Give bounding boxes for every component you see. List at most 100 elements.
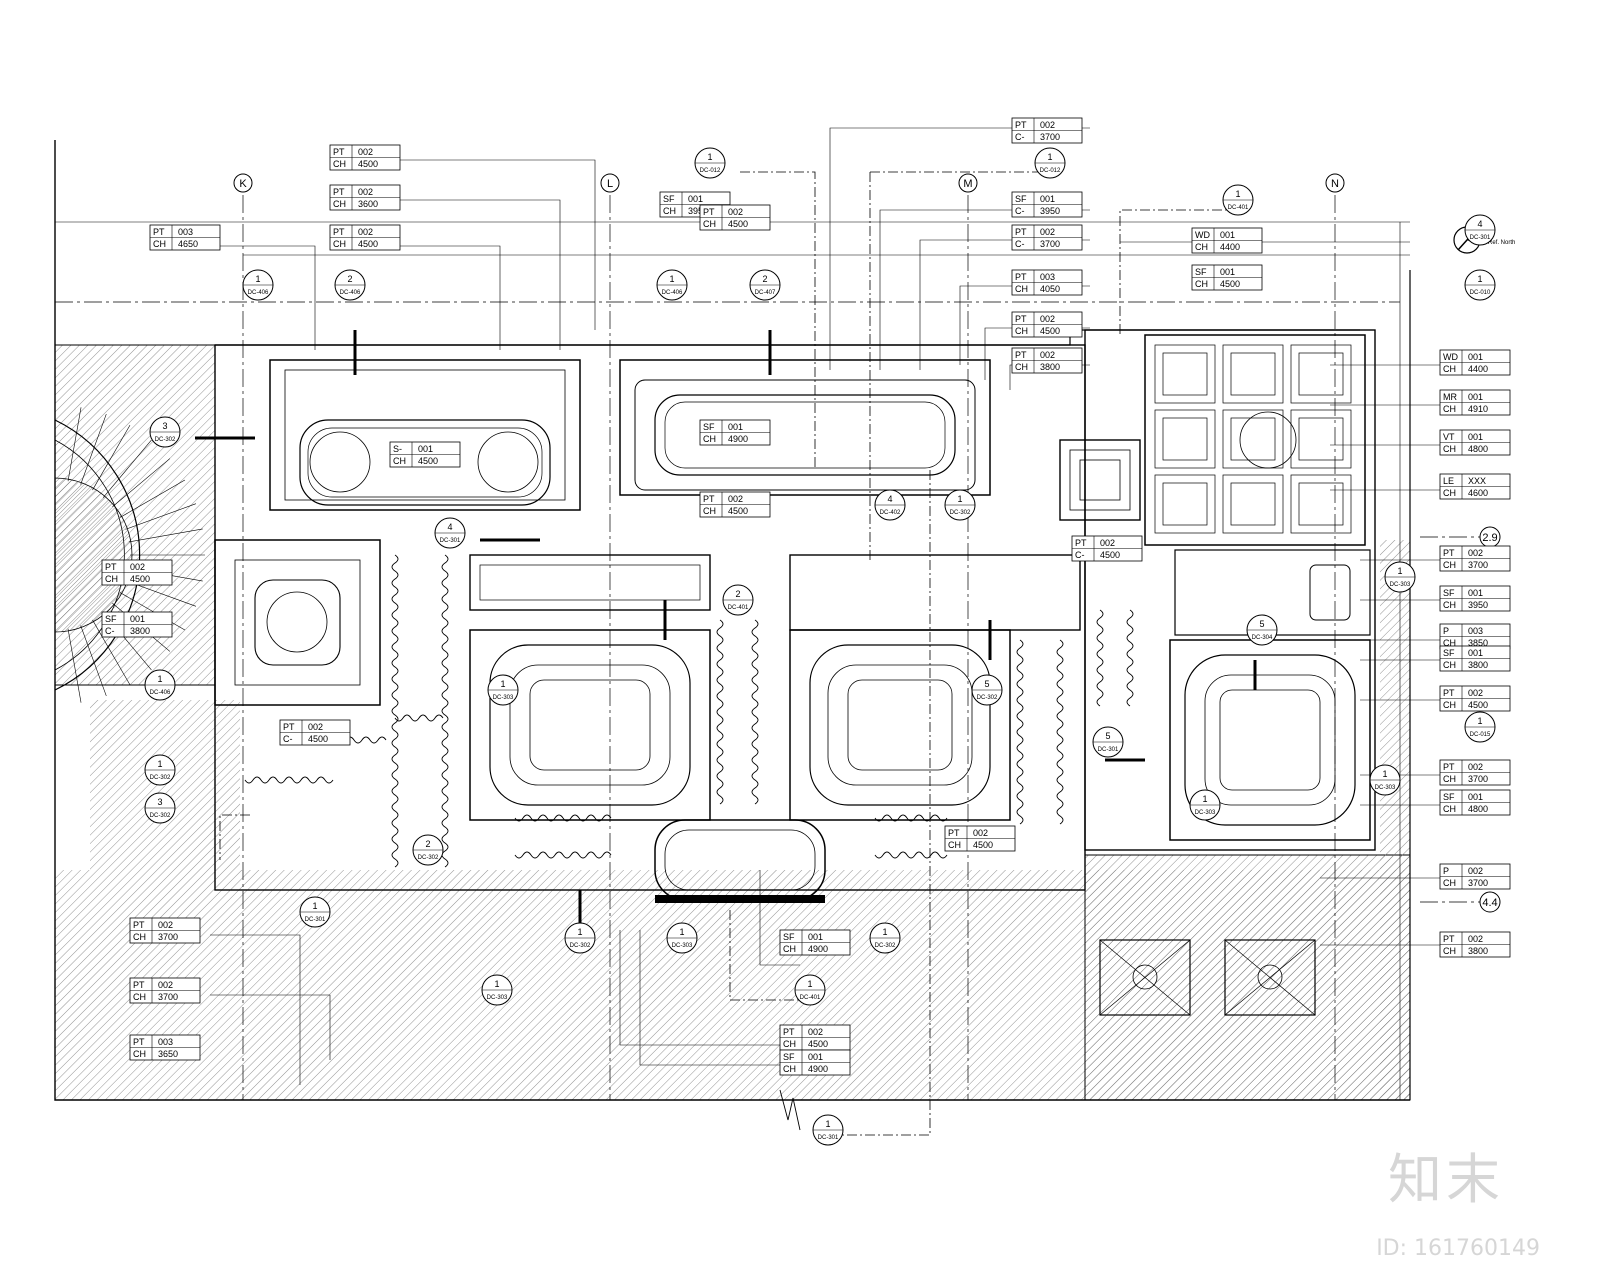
- tag-value: 4900: [808, 944, 828, 954]
- bubble-number: 1: [1047, 152, 1052, 162]
- bubble-number: 1: [882, 927, 887, 937]
- section-bubble: 5DC-302: [971, 674, 1003, 706]
- bubble-sheet-ref: DC-402: [880, 510, 901, 516]
- tag-number: 002: [1040, 227, 1055, 237]
- tag-value: 4500: [308, 734, 328, 744]
- section-bubble: 1DC-406: [144, 669, 176, 701]
- bubble-number: 1: [807, 979, 812, 989]
- bubble-sheet-ref: DC-302: [977, 695, 998, 701]
- svg-text:N: N: [1331, 178, 1339, 190]
- tag-value: 4500: [1220, 279, 1240, 289]
- bubble-sheet-ref: DC-401: [1228, 205, 1249, 211]
- bubble-sheet-ref: DC-302: [950, 510, 971, 516]
- tag-code: PT: [1015, 314, 1027, 324]
- bubble-number: 5: [984, 679, 989, 689]
- tag-sub-code: CH: [1443, 878, 1456, 888]
- tag-sub-code: CH: [1443, 560, 1456, 570]
- tag-number: 001: [418, 444, 433, 454]
- tag-value: 3700: [158, 992, 178, 1002]
- bubble-sheet-ref: DC-401: [728, 605, 749, 611]
- tag-code: PT: [1015, 120, 1027, 130]
- tag-number: 002: [1040, 350, 1055, 360]
- tag-sub-code: CH: [133, 1049, 146, 1059]
- bubble-number: 1: [1477, 274, 1482, 284]
- bubble-number: 1: [707, 152, 712, 162]
- tag-value: 3700: [1040, 132, 1060, 142]
- bubble-sheet-ref: DC-406: [248, 290, 269, 296]
- tag-sub-code: CH: [663, 206, 676, 216]
- tag-code: PT: [703, 494, 715, 504]
- tag-code: PT: [133, 1037, 145, 1047]
- section-bubble: 1DC-015: [1464, 711, 1496, 743]
- section-bubble: 1DC-406: [656, 269, 688, 301]
- bubble-number: 5: [1105, 731, 1110, 741]
- section-bubble: 1DC-401: [1222, 184, 1254, 216]
- bubble-number: 1: [1477, 716, 1482, 726]
- room-north-center: [619, 359, 991, 496]
- tag-number: 001: [808, 932, 823, 942]
- section-bubble: 1DC-302: [944, 489, 976, 521]
- tag-number: 001: [808, 1052, 823, 1062]
- tag-number: 002: [358, 147, 373, 157]
- bubble-sheet-ref: DC-303: [672, 943, 693, 949]
- svg-text:L: L: [607, 178, 613, 190]
- section-bubble: 1DC-302: [869, 922, 901, 954]
- tag-value: 4500: [728, 219, 748, 229]
- bubble-sheet-ref: DC-301: [305, 917, 326, 923]
- tag-code: LE: [1443, 476, 1454, 486]
- bubble-sheet-ref: DC-012: [700, 168, 721, 174]
- bubble-sheet-ref: DC-302: [150, 813, 171, 819]
- grid-head-l: L: [600, 173, 620, 193]
- tag-value: 3800: [1468, 660, 1488, 670]
- tag-code: SF: [1443, 792, 1455, 802]
- section-bubble: 2DC-302: [412, 834, 444, 866]
- section-bubble: 3DC-302: [144, 792, 176, 824]
- tag-code: WD: [1443, 352, 1458, 362]
- tag-number: XXX: [1468, 476, 1486, 486]
- tag-number: 001: [1468, 588, 1483, 598]
- bubble-number: 1: [669, 274, 674, 284]
- tag-sub-code: CH: [783, 944, 796, 954]
- tag-value: 4500: [808, 1039, 828, 1049]
- tag-code: MR: [1443, 392, 1457, 402]
- section-bubble: 2DC-407: [749, 269, 781, 301]
- section-cut-marks: [195, 330, 1257, 925]
- tag-number: 001: [1040, 194, 1055, 204]
- tag-number: 002: [1468, 866, 1483, 876]
- leader-lines: [219, 171, 1240, 1136]
- bubble-number: 4: [1477, 219, 1482, 229]
- bubble-number: 1: [157, 674, 162, 684]
- tag-sub-code: CH: [1443, 660, 1456, 670]
- tag-sub-code: CH: [333, 199, 346, 209]
- tag-value: 4050: [1040, 284, 1060, 294]
- section-bubble: 5DC-301: [1092, 726, 1124, 758]
- section-bubble: 4DC-301: [1464, 214, 1496, 246]
- room-north-left: [269, 359, 581, 511]
- tag-number: 002: [158, 980, 173, 990]
- tag-sub-code: CH: [1015, 362, 1028, 372]
- tag-number: 001: [1220, 267, 1235, 277]
- tag-value: 4800: [1468, 804, 1488, 814]
- room-south-oval: [654, 819, 826, 903]
- tag-number: 002: [1100, 538, 1115, 548]
- bubble-number: 1: [825, 1119, 830, 1129]
- tag-number: 002: [728, 207, 743, 217]
- bubble-number: 2: [762, 274, 767, 284]
- tag-number: 001: [1468, 392, 1483, 402]
- tag-sub-code: C-: [283, 734, 293, 744]
- tag-value: 3950: [688, 206, 708, 216]
- tag-sub-code: CH: [1195, 279, 1208, 289]
- section-bubbles: 1DC-0121DC-0121DC-4011DC-4062DC-4061DC-4…: [144, 147, 1496, 1146]
- bubble-sheet-ref: DC-302: [875, 943, 896, 949]
- tag-sub-code: CH: [105, 574, 118, 584]
